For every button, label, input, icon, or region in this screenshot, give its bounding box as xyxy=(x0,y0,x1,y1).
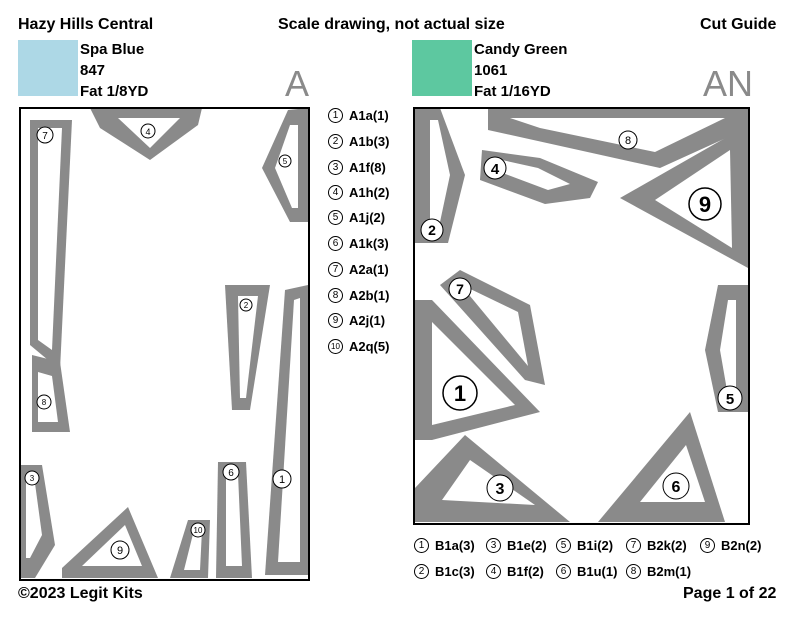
pattern-title: Hazy Hills Central xyxy=(18,16,154,33)
page-number: Page 1 of 22 xyxy=(683,585,777,602)
piece-a-label-3: 3 xyxy=(30,474,35,483)
piece-b-label-4: 4 xyxy=(491,161,500,178)
fabric-b-code: 1061 xyxy=(474,62,508,79)
piece-b-label-5: 5 xyxy=(726,391,734,408)
fabric-b-swatch xyxy=(412,40,472,96)
fabric-b-name: Candy Green xyxy=(474,41,568,58)
piece-a-label-7: 7 xyxy=(42,131,48,142)
piece-a-label-6: 6 xyxy=(228,468,234,479)
piece-a-label-9: 9 xyxy=(117,545,123,557)
piece-a-label-1: 1 xyxy=(279,474,285,486)
copyright: ©2023 Legit Kits xyxy=(18,585,143,602)
piece-b-label-1: 1 xyxy=(454,381,466,406)
fabric-b-cut: Fat 1/16YD xyxy=(474,83,551,100)
piece-b7 xyxy=(440,270,545,385)
fabric-a-swatch xyxy=(18,40,78,96)
fabric-a-code: 847 xyxy=(80,62,106,79)
fabric-b-letter: AN xyxy=(703,63,754,104)
piece-a-label-2: 2 xyxy=(244,301,249,310)
piece-a-label-8: 8 xyxy=(42,398,47,407)
fabric-a-letter: A xyxy=(285,63,310,104)
piece-b-label-6: 6 xyxy=(672,479,681,496)
piece-b-label-8: 8 xyxy=(625,135,631,147)
scale-note: Scale drawing, not actual size xyxy=(278,16,505,33)
fabric-a-cut: Fat 1/8YD xyxy=(80,83,149,100)
piece-b6 xyxy=(598,412,725,522)
piece-b-label-9: 9 xyxy=(699,192,711,217)
piece-b-label-3: 3 xyxy=(496,481,505,498)
piece-a-label-4: 4 xyxy=(145,127,150,137)
piece-a-label-10: 10 xyxy=(194,526,203,535)
cut-guide-label: Cut Guide xyxy=(700,16,777,33)
piece-b-label-7: 7 xyxy=(456,281,464,297)
piece-a-label-5: 5 xyxy=(283,157,288,166)
piece-b-label-2: 2 xyxy=(428,222,436,238)
fabric-a-name: Spa Blue xyxy=(80,41,145,58)
